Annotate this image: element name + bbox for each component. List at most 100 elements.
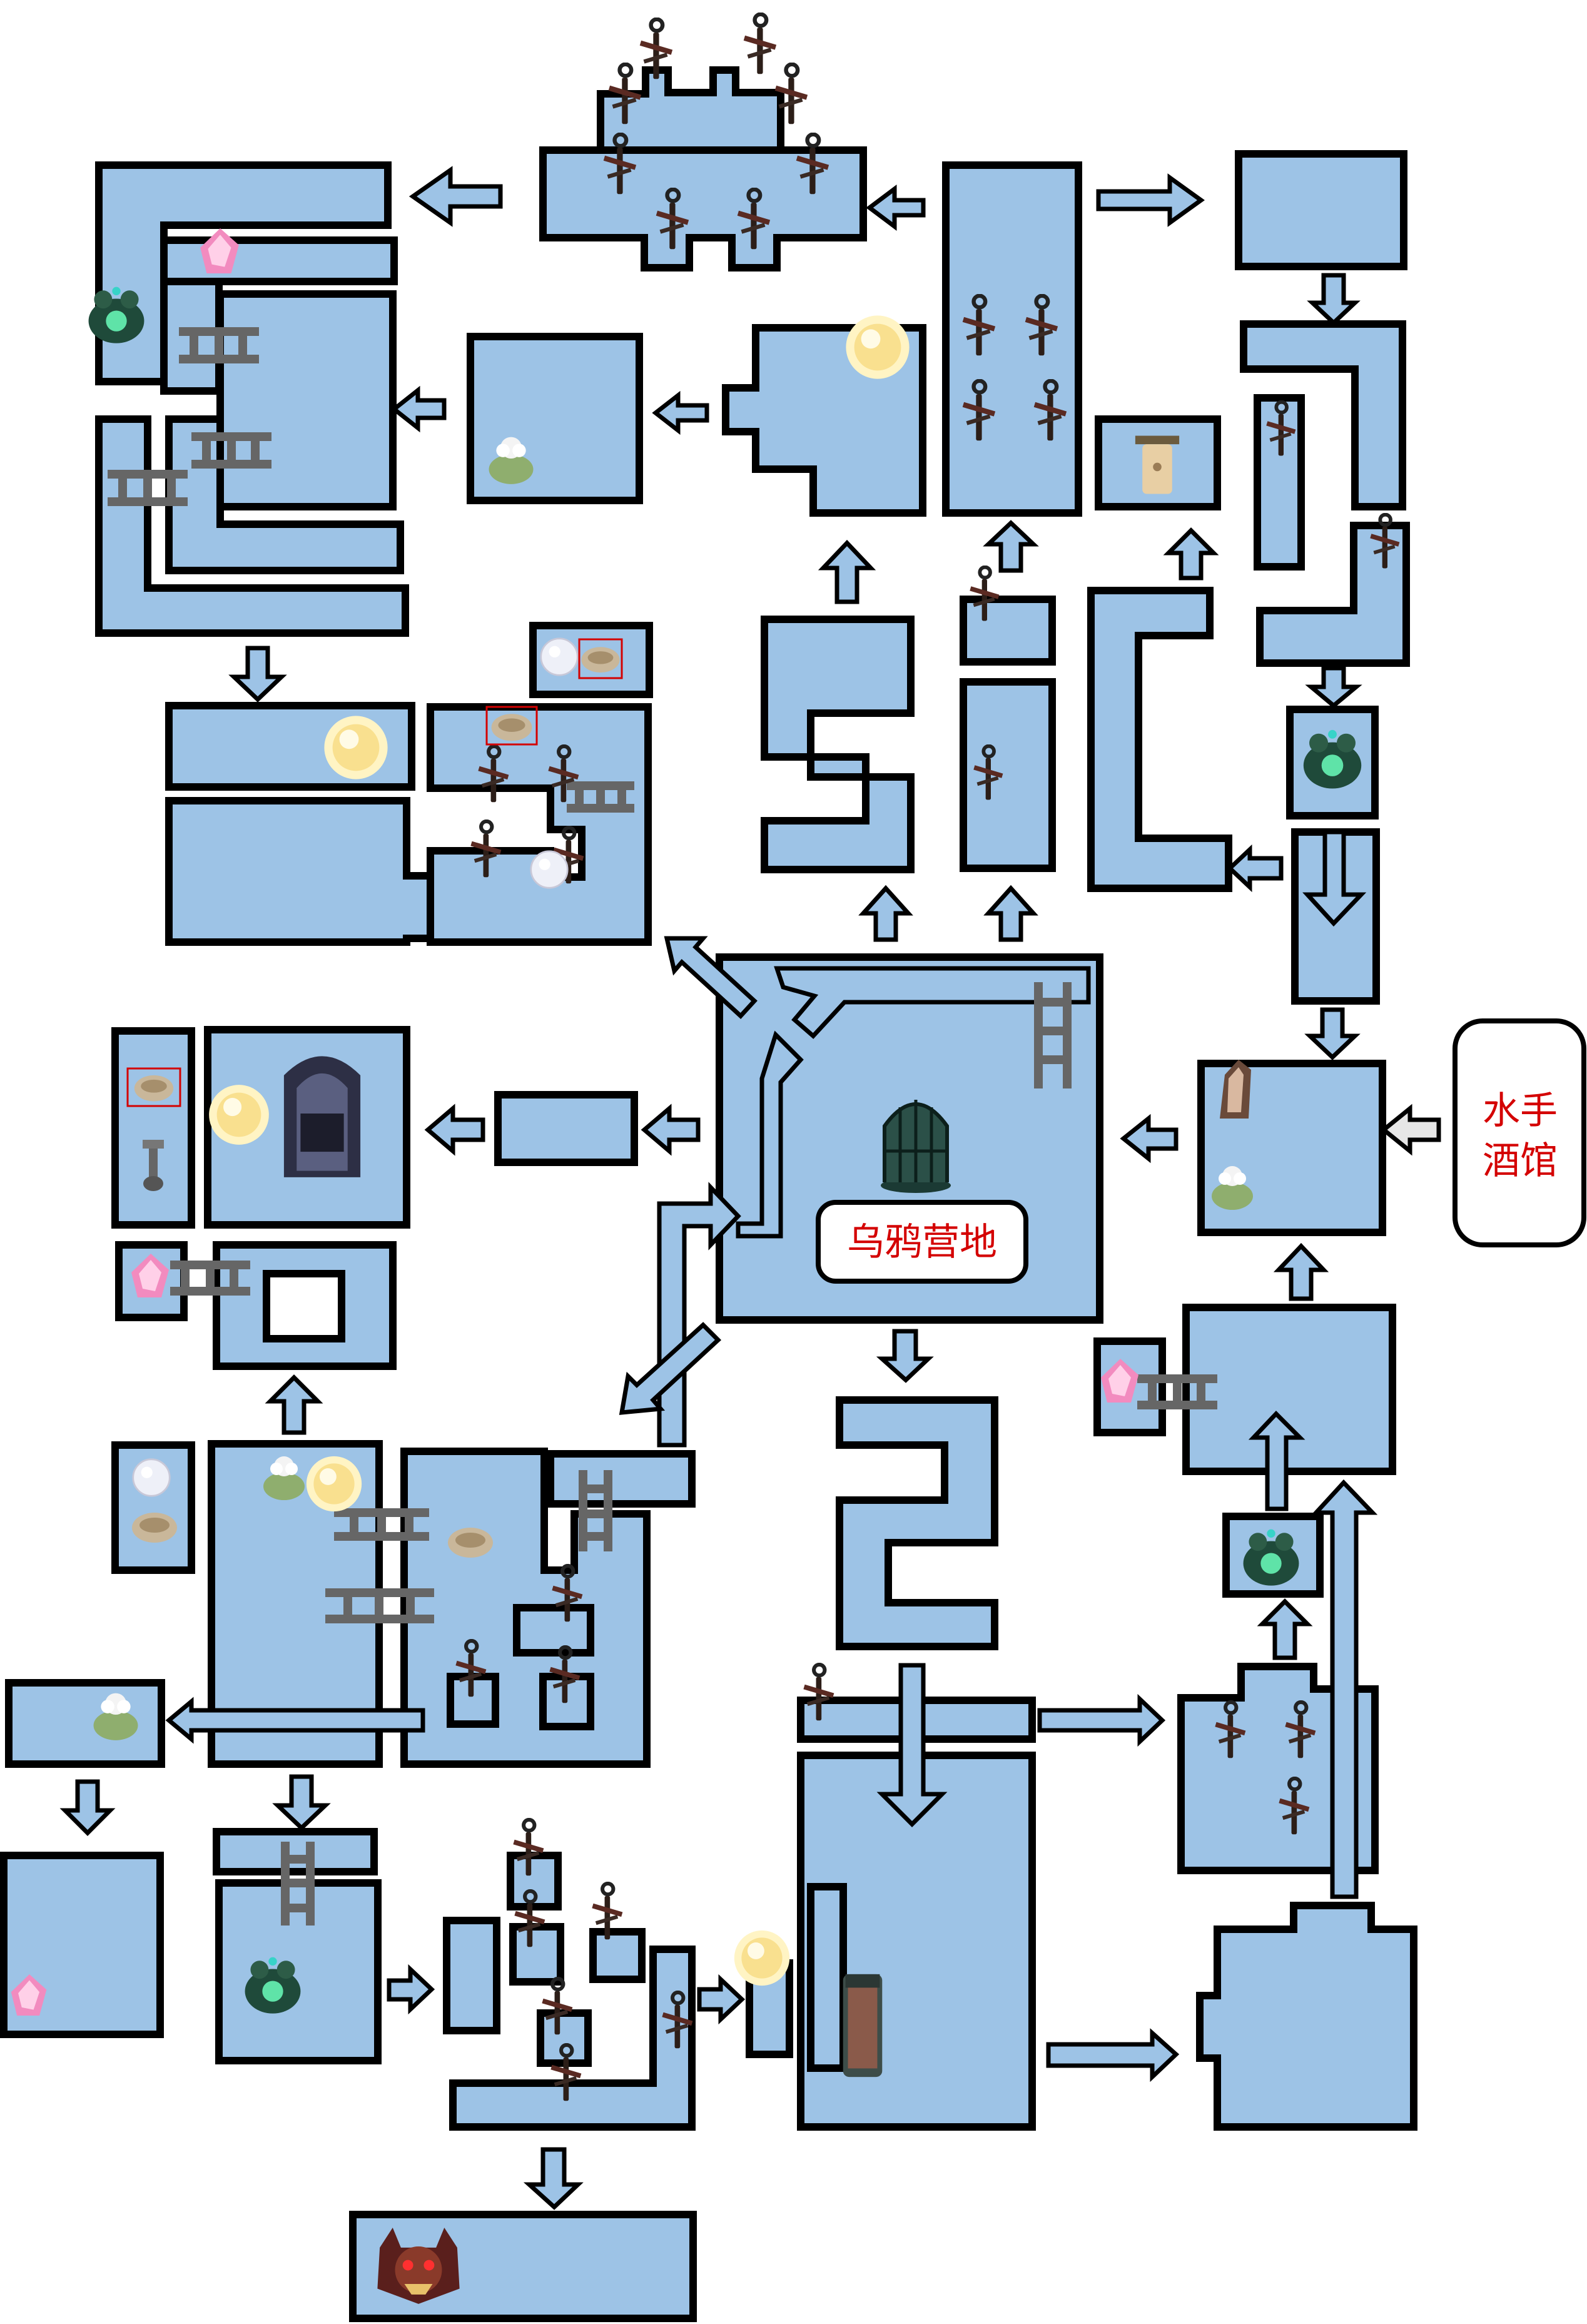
room-maze-box2: [447, 1673, 499, 1728]
treasure-chest-icon: [134, 1075, 174, 1102]
tavern-label-line2: 酒馆: [1483, 1139, 1558, 1183]
arrow-up-long: [1311, 1479, 1378, 1899]
arrow-left-tavern: [1380, 1104, 1441, 1156]
room-maze-box1: [513, 1604, 594, 1657]
arrow-left-long: [165, 1697, 425, 1744]
arrow-up: [1257, 1598, 1313, 1660]
ladder: [108, 470, 188, 506]
light-orb-icon: [209, 1085, 269, 1145]
arrow-down-long: [876, 1663, 948, 1827]
arrow-down: [1304, 1007, 1361, 1060]
room-key-column: [111, 1027, 195, 1229]
room-tl-square: [216, 290, 397, 510]
arrow-right-long: [1046, 2028, 1180, 2083]
arrow-right: [697, 1974, 746, 2025]
arrow-camp-inner: [774, 966, 1091, 1039]
arrow-right: [1096, 173, 1205, 227]
ladder: [191, 432, 271, 469]
tavern-label-line1: 水手: [1483, 1089, 1558, 1133]
room-z: [836, 1396, 998, 1650]
light-orb-icon: [734, 1930, 790, 1986]
arrow-down: [523, 2147, 584, 2210]
tavern-label: 水手 酒馆: [1453, 1018, 1586, 1247]
room-tl-l-lower: [95, 415, 409, 637]
arrows: [59, 166, 1441, 2210]
arrow-up: [983, 520, 1039, 573]
ladder: [281, 1842, 315, 1926]
arrow-left: [408, 166, 503, 227]
arrow-up: [1273, 1242, 1329, 1301]
ladder: [1137, 1374, 1217, 1409]
treasure-chest-icon: [132, 1513, 177, 1543]
ladder: [179, 327, 259, 363]
room-hollow-center: [263, 1270, 345, 1342]
room-castle-top: [597, 66, 784, 154]
ladder: [1034, 982, 1072, 1088]
room-tl-bracket: [95, 161, 392, 385]
arrow-right-long: [1037, 1693, 1166, 1747]
arrow-down-left: [619, 1322, 722, 1415]
arrow-down: [59, 1779, 116, 1836]
enemy-icon: [744, 14, 776, 74]
arrow-up: [858, 885, 913, 942]
arrow-left: [652, 390, 709, 435]
chest-highlight: [578, 638, 623, 679]
totem-icon: [843, 1974, 883, 2078]
ladder: [579, 1470, 612, 1551]
room-ladder-bar: [213, 1828, 378, 1875]
treasure-chest-icon: [581, 647, 620, 673]
camp-label-text: 乌鸦营地: [847, 1220, 997, 1264]
room-maze-top: [547, 1450, 696, 1508]
arrow-up: [265, 1374, 323, 1435]
room-pillar-a: [443, 1917, 500, 2034]
room-pillar-d: [589, 1928, 646, 1983]
light-orb-icon: [846, 315, 910, 379]
arrow-down: [1302, 830, 1367, 927]
room-pillar-c: [509, 1923, 564, 1986]
arrow-down: [1307, 273, 1361, 326]
arrow-down: [876, 1329, 934, 1383]
arrow-down: [228, 646, 287, 703]
tavern-label-box: [1453, 1018, 1586, 1247]
room-tr-hook: [1240, 320, 1406, 510]
room-final-right: [1196, 1902, 1417, 2131]
room-right-mid: [1182, 1304, 1396, 1475]
room-tl-c-lower: [165, 415, 404, 574]
room-l-big: [165, 797, 435, 946]
room-c-shape: [1087, 587, 1232, 892]
room-tr-l: [1256, 522, 1410, 667]
arrow-up: [818, 539, 876, 604]
pearl-icon: [540, 637, 579, 676]
arrow-up: [1248, 1410, 1306, 1511]
treasure-chest-icon: [448, 1528, 493, 1558]
tomb-door-icon: [283, 1056, 361, 1177]
arrow-camp-inner: [736, 1030, 804, 1239]
room-small-top-i: [960, 596, 1056, 666]
arrow-left: [866, 185, 926, 231]
treasure-chest-icon: [491, 714, 532, 741]
room-frog-low: [215, 1879, 382, 2064]
ladder: [170, 1261, 250, 1296]
arrow-left: [1226, 844, 1284, 893]
icons: [11, 14, 1399, 2304]
room-lower-l: [449, 1946, 696, 2131]
room-frog-left: [5, 1679, 165, 1768]
light-orb-icon: [324, 716, 388, 779]
arrow-left: [641, 1104, 701, 1156]
room-i-tall: [960, 678, 1056, 872]
chest-highlight: [126, 1067, 181, 1107]
room-tall-enemies: [942, 161, 1082, 517]
arrow-up-left: [664, 936, 758, 1019]
arrow-down: [272, 1774, 331, 1831]
room-totem-inner: [807, 1883, 847, 2072]
ladder: [567, 781, 634, 813]
ladder: [325, 1588, 434, 1623]
arrow-right: [387, 1964, 435, 2015]
arrow-down: [1305, 666, 1362, 709]
room-bar-mid: [494, 1091, 638, 1166]
arrow-up: [983, 885, 1038, 942]
room-ladder-area: [427, 703, 652, 946]
room-castle: [539, 146, 867, 271]
camp-label-box: [816, 1200, 1028, 1284]
